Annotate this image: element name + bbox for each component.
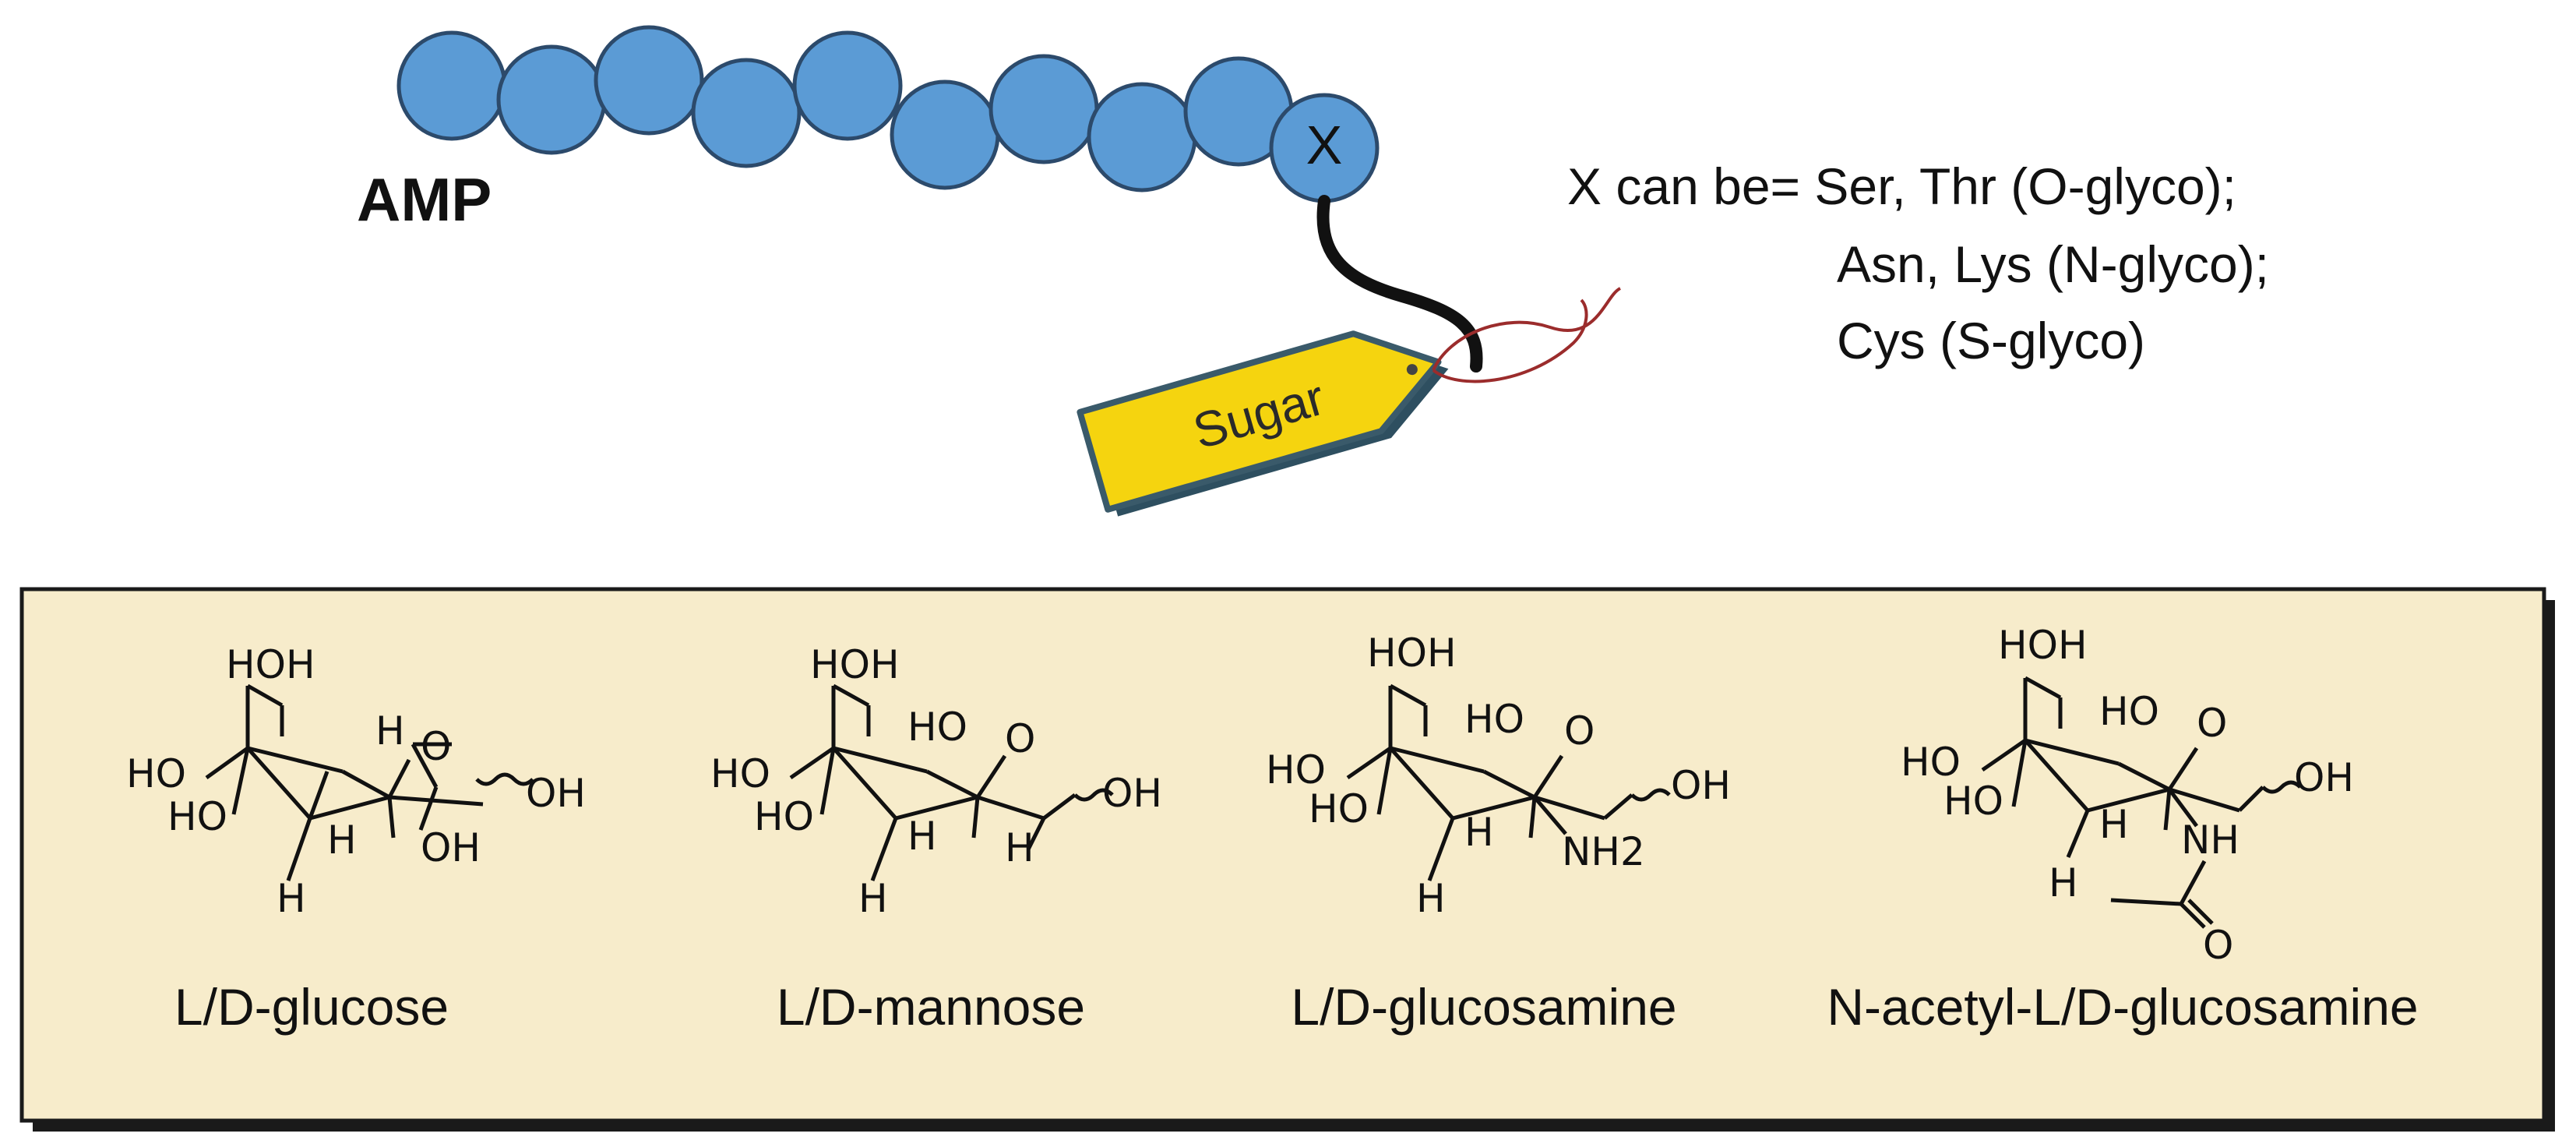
atom-oh: OH xyxy=(421,825,481,870)
peptide-bead xyxy=(691,58,802,168)
structure-mannose: HOH HO HO HO O OH H H H L/D-mannose xyxy=(710,642,1162,1036)
atom-h: H xyxy=(2099,802,2129,847)
atom-h: H xyxy=(1416,876,1446,921)
atom-ho: HO xyxy=(1464,697,1524,742)
atom-o: O xyxy=(1564,708,1595,754)
structure-glucose: HOH HO HO H O OH H OH H L/D-glucose xyxy=(126,642,586,1036)
atom-h: H xyxy=(858,876,888,921)
x-note-line2: Asn, Lys (N-glyco); xyxy=(1837,235,2269,293)
atom-hoh: HOH xyxy=(1367,630,1457,676)
atom-h: H xyxy=(327,817,357,863)
tag-body xyxy=(1077,330,1442,513)
atom-h: H xyxy=(907,814,937,859)
atom-ho: HO xyxy=(2099,689,2159,734)
structure-n-acetylglucosamine: HOH HO HO HO O OH H NH H O N-acetyl-L/D-… xyxy=(1827,623,2418,1036)
atom-ho: HO xyxy=(126,751,186,796)
structure-name: N-acetyl-L/D-glucosamine xyxy=(1827,978,2418,1036)
structure-glucosamine: HOH HO HO HO O OH H NH2 H L/D-glucosamin… xyxy=(1266,630,1731,1036)
atom-hoh: HOH xyxy=(226,642,315,687)
sugar-panel xyxy=(19,587,2555,1132)
atom-o: O xyxy=(2197,701,2227,746)
atom-ho: HO xyxy=(907,704,967,750)
atom-ho: HO xyxy=(754,794,814,839)
atom-ho: HO xyxy=(1943,779,2003,824)
atom-h: H xyxy=(375,708,405,754)
atom-hoh: HOH xyxy=(810,642,900,687)
residue-x-label: X xyxy=(1306,115,1343,175)
ring-bonds xyxy=(789,683,1114,881)
atom-ho: HO xyxy=(710,751,770,796)
atom-oh: OH xyxy=(2294,755,2354,800)
ring-bonds xyxy=(205,683,534,881)
ring-bonds xyxy=(1346,683,1671,881)
peptide-bead xyxy=(594,25,704,136)
atom-o: O xyxy=(2203,923,2233,968)
atom-ho: HO xyxy=(1901,740,1961,785)
peptide-bead xyxy=(890,79,1000,190)
structure-name: L/D-glucose xyxy=(174,978,449,1036)
peptide-bead xyxy=(396,30,507,141)
atom-nh: NH xyxy=(2181,817,2239,863)
amp-label: AMP xyxy=(357,165,492,234)
tag-string xyxy=(1432,287,1622,383)
panel-box xyxy=(19,587,2546,1123)
amp-peptide-chain: X AMP xyxy=(357,25,1380,234)
tag-hole xyxy=(1406,364,1418,376)
atom-o: O xyxy=(1005,716,1035,761)
ring-bonds xyxy=(1981,676,2302,929)
x-note-line1: X can be= Ser, Thr (O-glyco); xyxy=(1567,157,2236,215)
peptide-bead xyxy=(988,54,1099,164)
atom-ho: HO xyxy=(1266,747,1326,793)
atom-oh: OH xyxy=(1102,771,1162,816)
atom-oh: OH xyxy=(1671,763,1731,808)
sugar-tag: Sugar xyxy=(1077,330,1449,517)
atom-nh2: NH2 xyxy=(1562,829,1645,874)
atom-hoh: HOH xyxy=(1998,623,2088,668)
structure-name: L/D-glucosamine xyxy=(1291,978,1676,1036)
x-note: X can be= Ser, Thr (O-glyco); Asn, Lys (… xyxy=(1567,157,2269,369)
atom-ho: HO xyxy=(167,794,227,839)
peptide-beads xyxy=(396,25,1380,203)
atom-ho: HO xyxy=(1309,786,1369,832)
atom-h: H xyxy=(1005,825,1034,870)
atom-h: H xyxy=(1464,810,1494,855)
atom-h: H xyxy=(277,876,306,921)
peptide-bead xyxy=(496,44,607,155)
atom-oh: OH xyxy=(526,771,586,816)
atom-h: H xyxy=(2049,860,2078,906)
peptide-bead xyxy=(792,30,903,141)
peptide-bead xyxy=(1087,82,1197,192)
structure-name: L/D-mannose xyxy=(777,978,1085,1036)
x-note-line3: Cys (S-glyco) xyxy=(1837,312,2145,369)
atom-o: O xyxy=(421,724,451,769)
